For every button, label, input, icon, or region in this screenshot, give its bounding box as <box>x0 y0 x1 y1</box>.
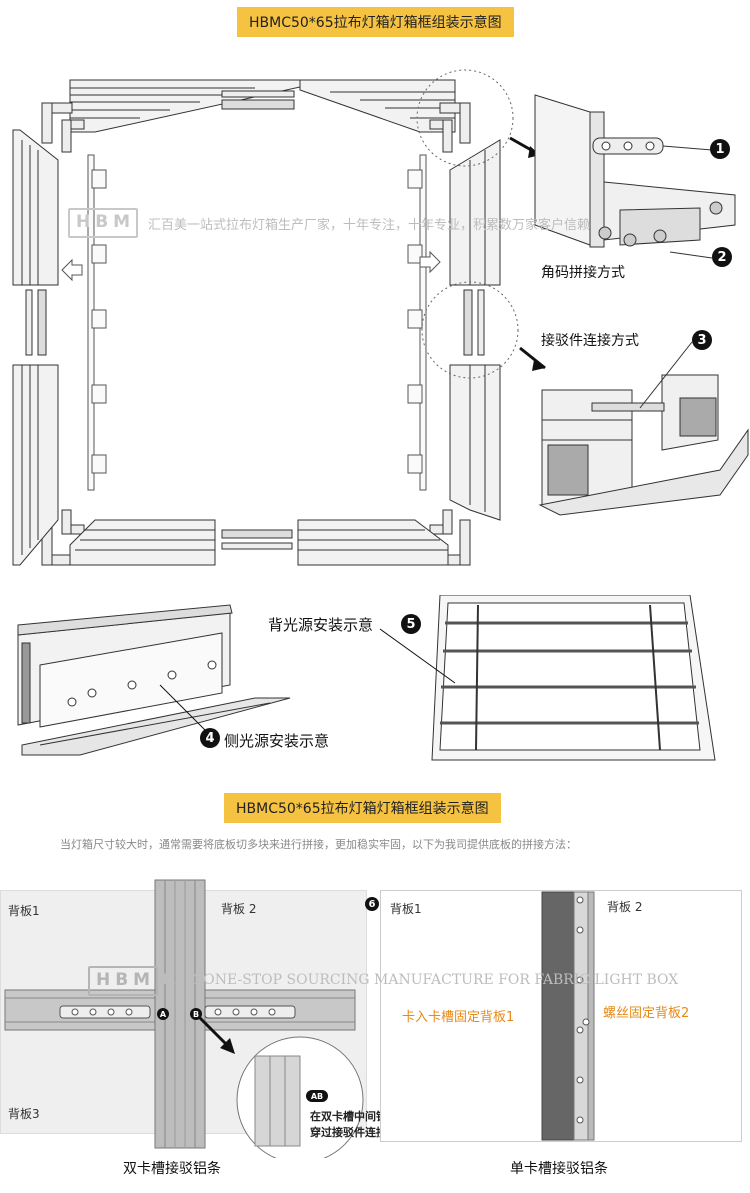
callout-4-badge: 4 <box>200 728 220 748</box>
top-connector-plate <box>221 90 295 110</box>
single-slot-caption: 单卡槽接驳铝条 <box>510 1161 608 1177</box>
leader-4 <box>159 684 206 731</box>
callout-2-badge: 2 <box>712 247 732 267</box>
panel1-label-left: 背板1 <box>8 904 40 918</box>
note-line2: 穿过接驳件连接 <box>310 1126 387 1139</box>
zoom-circle-corner <box>416 69 514 167</box>
back-light-frame <box>431 595 716 761</box>
right-arrow-icon <box>419 250 441 274</box>
panel3-label-left: 背板3 <box>8 1107 40 1121</box>
frame-assembly-diagram <box>12 69 749 566</box>
marker-a: A <box>157 1008 169 1020</box>
callout-5-badge: 5 <box>401 614 421 634</box>
section1-title: HBMC50*65拉布灯箱灯箱框组装示意图 <box>237 7 514 37</box>
leader-1 <box>662 145 713 151</box>
callout-5-label: 背光源安装示意 <box>268 616 374 634</box>
side-light-profile <box>17 604 291 756</box>
callout-1-badge: 1 <box>710 139 730 159</box>
right-connector-plate <box>463 289 485 356</box>
watermark-logo-2: HBM <box>88 966 158 996</box>
right-rail-upper <box>449 139 501 286</box>
light-source-diagram <box>17 595 716 761</box>
pointer-arrow-2 <box>519 346 546 370</box>
single-slot-drawing <box>541 891 595 1141</box>
bottom-right-rail <box>297 519 449 566</box>
screw-fix-label: 螺丝固定背板2 <box>603 1006 690 1021</box>
callout-3-badge: 3 <box>692 330 712 350</box>
panel2-label-right: 背板 2 <box>607 900 643 914</box>
section3-title: HBMC50*65拉布灯箱灯箱框组装示意图 <box>224 793 501 823</box>
double-slot-caption: 双卡槽接驳铝条 <box>123 1161 221 1177</box>
leader-3 <box>639 341 693 409</box>
slot-fix-label: 卡入卡槽固定背板1 <box>402 1010 515 1025</box>
left-connector-plate <box>25 289 47 356</box>
bottom-connector-plate <box>221 529 293 550</box>
callout-3-label: 接驳件连接方式 <box>541 333 639 349</box>
watermark-text-2: HBM ONE-STOP SOURCING MANUFACTURE FOR FA… <box>162 972 679 988</box>
right-rail-lower <box>449 364 501 521</box>
section3-description: 当灯箱尺寸较大时，通常需要将底板切多块来进行拼接，更加稳实牢固，以下为我司提供底… <box>60 838 577 851</box>
corner-detail <box>534 94 736 248</box>
callout-6-badge: 6 <box>365 897 379 911</box>
bottom-left-rail <box>69 519 216 566</box>
left-rail-lower <box>12 364 59 566</box>
joint-detail <box>538 374 749 516</box>
callout-4-label: 侧光源安装示意 <box>224 732 330 750</box>
left-rail-upper <box>12 129 59 286</box>
inner-right-upright <box>407 154 427 491</box>
leader-2 <box>669 251 713 259</box>
corner-bracket-tl <box>41 102 85 153</box>
left-arrow-icon <box>61 258 83 282</box>
corner-bracket-tr <box>429 102 471 153</box>
double-slot-drawing <box>4 879 364 1158</box>
callout-2-label: 角码拼接方式 <box>541 265 625 281</box>
inner-left-upright <box>87 154 107 491</box>
watermark-logo-1: HBM <box>68 208 138 238</box>
marker-b: B <box>190 1008 202 1020</box>
panel2-label-left: 背板 2 <box>221 902 257 916</box>
zoom-markers: AB <box>306 1090 328 1102</box>
watermark-text-1: 汇百美一站式拉布灯箱生产厂家，十年专注，十年专业，积累数万家客户信赖 <box>148 218 591 233</box>
leader-5 <box>379 628 456 684</box>
zoom-circle-joint <box>421 281 519 379</box>
panel1-label-right: 背板1 <box>390 902 422 916</box>
